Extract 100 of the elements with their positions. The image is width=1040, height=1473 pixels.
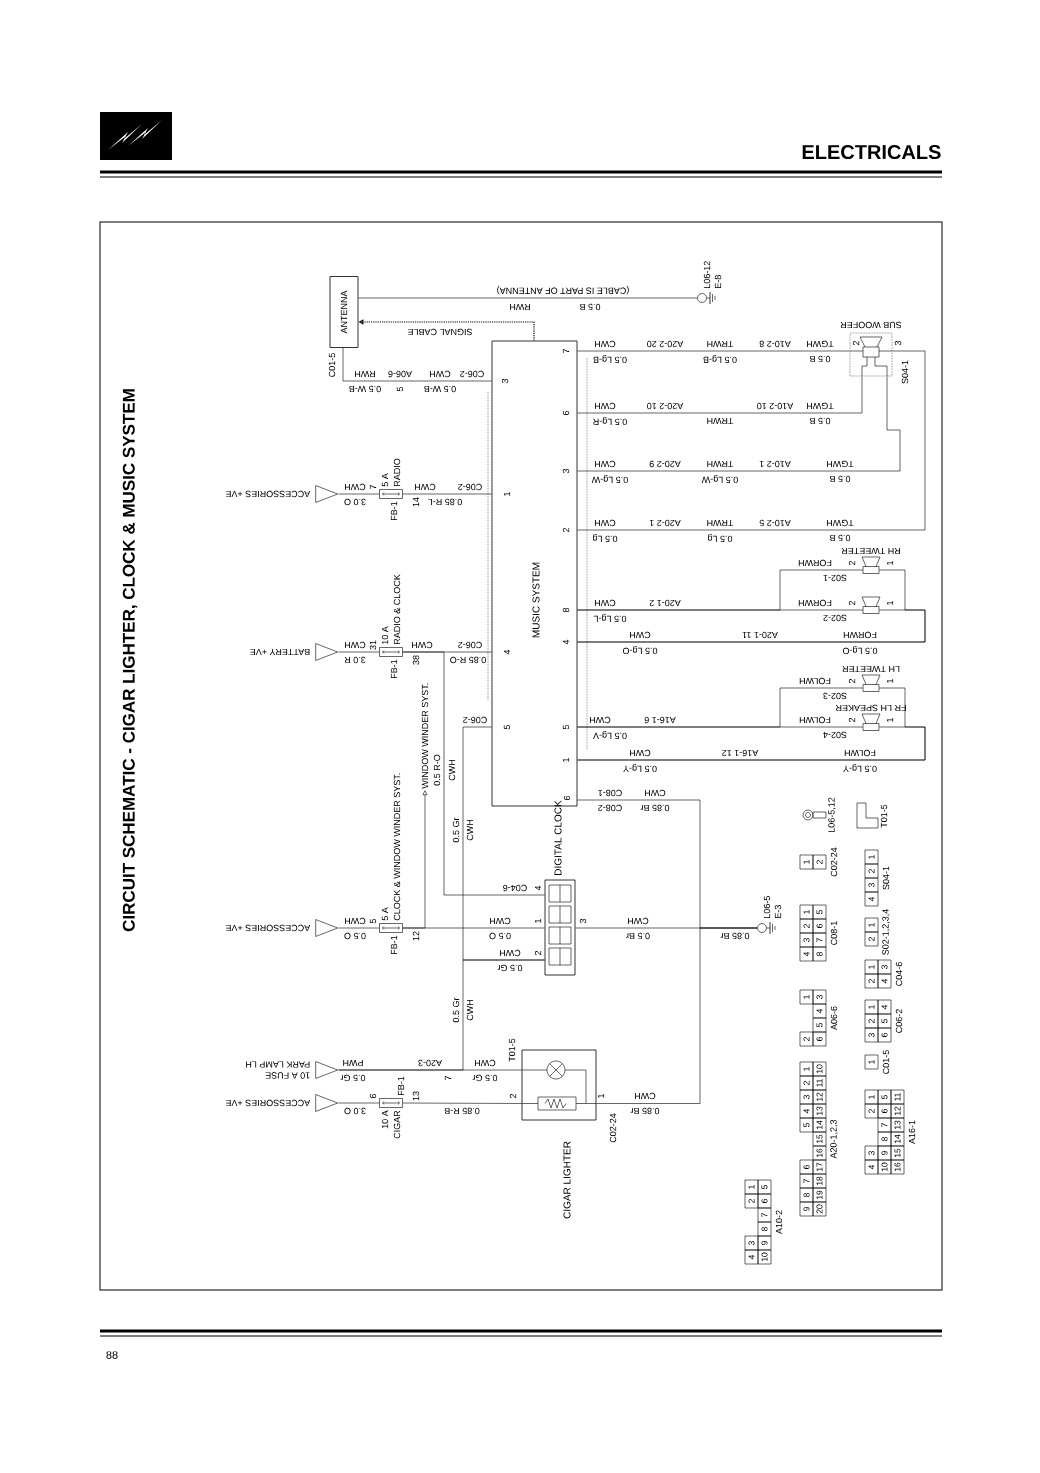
wire-label: 0.5 W-B [424,385,456,393]
speaker-symbol [861,596,881,614]
wire-label: 0.5 B [809,417,831,425]
wire-label: 0.5 Gr [452,997,460,1023]
connector-label: S02-2 [823,614,847,622]
ground-label: L06-5 [763,896,771,918]
wire-label: 0.5 Lg-R [593,416,627,426]
wire-label: RWH [355,370,375,378]
connector-label: S02-1,2,3,4 [882,909,890,955]
connector-label: A20-2 1 [649,519,681,527]
wire [402,1102,522,1104]
wire-label: 0.5 B [579,303,601,311]
pin-number: 2 [562,527,570,533]
pin-number: 1 [886,678,894,683]
wire-label: TRWH [707,460,734,468]
connector-label: C08-2 [598,804,622,812]
connector-label: A06-6 [388,370,412,378]
fuse-rating: 5 A [381,473,389,487]
wire-label: CWH [345,483,366,491]
component-label: RH TWEETER [841,547,900,555]
wire [338,651,380,653]
wire-label: CWH [630,631,651,639]
wire-label: CWH [630,749,651,757]
pin-number: 5 [503,724,511,730]
connector-label: C01-5 [882,1050,890,1074]
wire-label: CWH [345,641,366,649]
ground-label: E-8 [714,275,722,288]
wire-label: 0.5 Lg-W [701,474,738,484]
connector-label: A10-2 8 [759,340,791,348]
connector-label: A20-1,2,3 [830,1119,838,1159]
wire [577,376,863,414]
pin-number: 3 [501,378,509,384]
wire-label: CWH [412,641,433,649]
pin-number: 3 [579,918,587,924]
connector-label: A10-2 5 [759,519,791,527]
page-heading: ELECTRICALS [802,144,941,160]
fuse-rating: 10 A [381,626,389,644]
connector-pinout: 1 2 3 4 5 6 [799,989,827,1047]
connector-label: C02-24 [609,1113,617,1143]
pin-number: 8 [562,607,570,613]
source-label: ACCESSORIES +VE [225,1099,311,1107]
wire-label: 0.5 Gr [340,1074,366,1082]
wire [358,297,698,299]
wire [338,927,380,929]
page-number: 88 [106,1351,118,1359]
wire-label: FOLWH [799,677,831,685]
wire-label: TGWH [807,340,834,348]
connector-pinout: 1 2 [799,854,827,870]
wire [577,726,863,728]
fuse-label: FB-1 [390,501,398,521]
wire-label: 0.5 Lg [593,533,618,543]
wire-label: TRWH [707,417,734,425]
pin-number: 6 [369,1093,377,1099]
wire-label: CWH [466,820,474,841]
fuse-rating: 10 A [381,1110,389,1129]
pin-number: 7 [369,484,377,490]
connector-label: T01-5 [880,804,888,828]
connector-pinout: 1 [864,1054,879,1070]
wire-label: 0.5 Lg [708,533,733,543]
ground-label: E-3 [774,905,782,918]
connector-pinout: 1 2 3 4 [864,959,892,989]
pin-number: 4 [534,885,542,891]
wire [577,350,926,531]
fuse-rating: RADIO [393,458,401,486]
connector-pinout: 1 2 [864,917,879,947]
note-text: (CABLE IS PART OF ANTENNA) [497,285,629,295]
connector-pinout: 1 2 3 4 [864,849,879,907]
wire-label: TRWH [707,340,734,348]
wire-label: CWH [475,1059,496,1067]
diagram-title: CIRCUIT SCHEMATIC - CIGAR LIGHTER, CLOCK & MUSIC SYSTEM [122,389,138,932]
connector-label: C04-6 [503,884,527,892]
wire-label: CWH [595,340,616,348]
connector-label: A06-6 [830,1006,838,1030]
connector-label: C04-6 [895,962,903,986]
component-label: FR LH SPEAKER [835,704,906,712]
wire-label: 3.0 R [344,656,366,664]
wire-label: CWH [595,519,616,527]
pin-number: 1 [886,560,894,565]
wire-label: TGWH [827,519,854,527]
pin-number: 2 [848,600,856,606]
source-label: ACCESSORIES +VE [225,490,311,498]
pin-number: 31 [369,640,377,650]
pin-number: 12 [412,931,420,941]
pin-number: 2 [852,340,860,346]
pin-number: 5 [562,724,570,730]
wire [342,347,492,382]
pin-number: 1 [562,757,570,762]
wire-label: 0.5 Gr [472,1074,498,1082]
fuse-label: FB-1 [397,1076,405,1095]
pin-number: 3 [562,468,570,474]
connector-label: A20-1 11 [742,631,778,639]
wire-label: 0.5 B [829,475,851,483]
component-label: SUB WOOFER [840,321,902,329]
wire-label: 0.5 Lg-B [593,354,627,364]
wire-label: CWH [595,460,616,468]
connector-label: S02-4 [823,731,847,739]
fuse-label: FB-1 [390,935,398,955]
pin-number: 6 [563,795,571,801]
wire-label: 0.5 Lg-O [842,645,878,655]
wire-label: 0.5 W-B [349,385,381,393]
